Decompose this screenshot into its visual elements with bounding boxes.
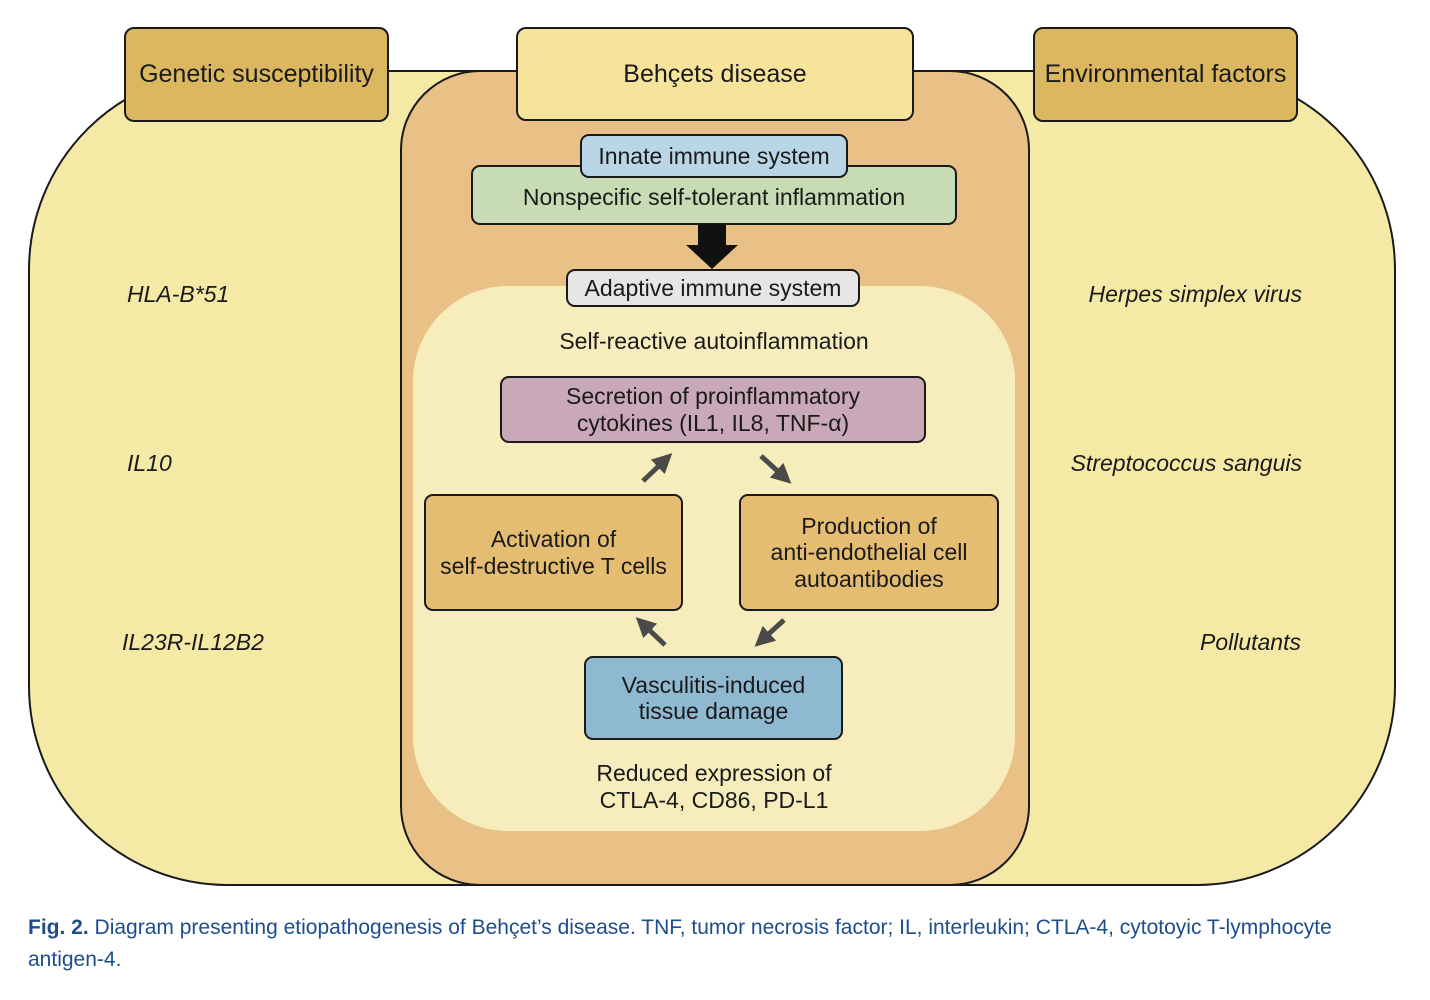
autoantibody-production-box: Production of anti-endothelial cell auto…: [739, 494, 999, 611]
env-factor-streptococcus: Streptococcus sanguis: [1070, 450, 1302, 476]
production-line3: autoantibodies: [794, 565, 944, 592]
vasculitis-line1: Vasculitis-induced: [621, 671, 806, 698]
activation-line1: Activation of: [490, 526, 617, 553]
adaptive-immune-box: Adaptive immune system: [566, 269, 860, 307]
production-line1: Production of: [801, 512, 937, 539]
reduced-line1: Reduced expression of: [596, 760, 832, 786]
genetic-factor-il10: IL10: [127, 450, 172, 476]
caption-label: Fig. 2.: [28, 916, 89, 939]
t-cell-activation-box: Activation of self-destructive T cells: [424, 494, 683, 611]
genetic-factor-hla: HLA-B*51: [127, 281, 230, 307]
genetic-header-label: Genetic susceptibility: [139, 60, 374, 89]
innate-label: Innate immune system: [598, 142, 830, 169]
activation-line2: self-destructive T cells: [440, 552, 667, 579]
nonspecific-label: Nonspecific self-tolerant inflammation: [522, 183, 906, 210]
env-factor-pollutants: Pollutants: [1199, 629, 1301, 655]
reduced-line2: CTLA-4, CD86, PD-L1: [599, 786, 829, 813]
self-reactive-label: Self-reactive autoinflammation: [559, 328, 869, 354]
genetic-susceptibility-header: Genetic susceptibility: [124, 27, 389, 122]
environmental-factors-header: Environmental factors: [1033, 27, 1298, 122]
adaptive-label: Adaptive immune system: [584, 274, 842, 301]
figure-caption: Fig. 2. Diagram presenting etiopathogene…: [28, 912, 1408, 975]
environmental-header-label: Environmental factors: [1044, 60, 1287, 89]
disease-header-label: Behçets disease: [623, 59, 807, 88]
secretion-line1: Secretion of proinflammatory: [565, 383, 860, 410]
behcets-disease-header: Behçets disease: [516, 27, 914, 121]
genetic-factor-il23r: IL23R-IL12B2: [122, 629, 264, 655]
caption-text: Diagram presenting etiopathogenesis of B…: [28, 916, 1332, 971]
secretion-line2: cytokines (IL1, IL8, TNF-α): [576, 409, 850, 436]
production-line2: anti-endothelial cell: [770, 539, 968, 566]
env-factor-herpes: Herpes simplex virus: [1088, 281, 1302, 307]
innate-immune-box: Innate immune system: [580, 134, 848, 178]
vasculitis-line2: tissue damage: [638, 698, 789, 724]
reduced-expression-label: Reduced expression of CTLA-4, CD86, PD-L…: [520, 760, 908, 814]
cytokine-secretion-box: Secretion of proinflammatory cytokines (…: [500, 376, 926, 443]
vasculitis-tissue-damage-box: Vasculitis-induced tissue damage: [584, 656, 843, 740]
